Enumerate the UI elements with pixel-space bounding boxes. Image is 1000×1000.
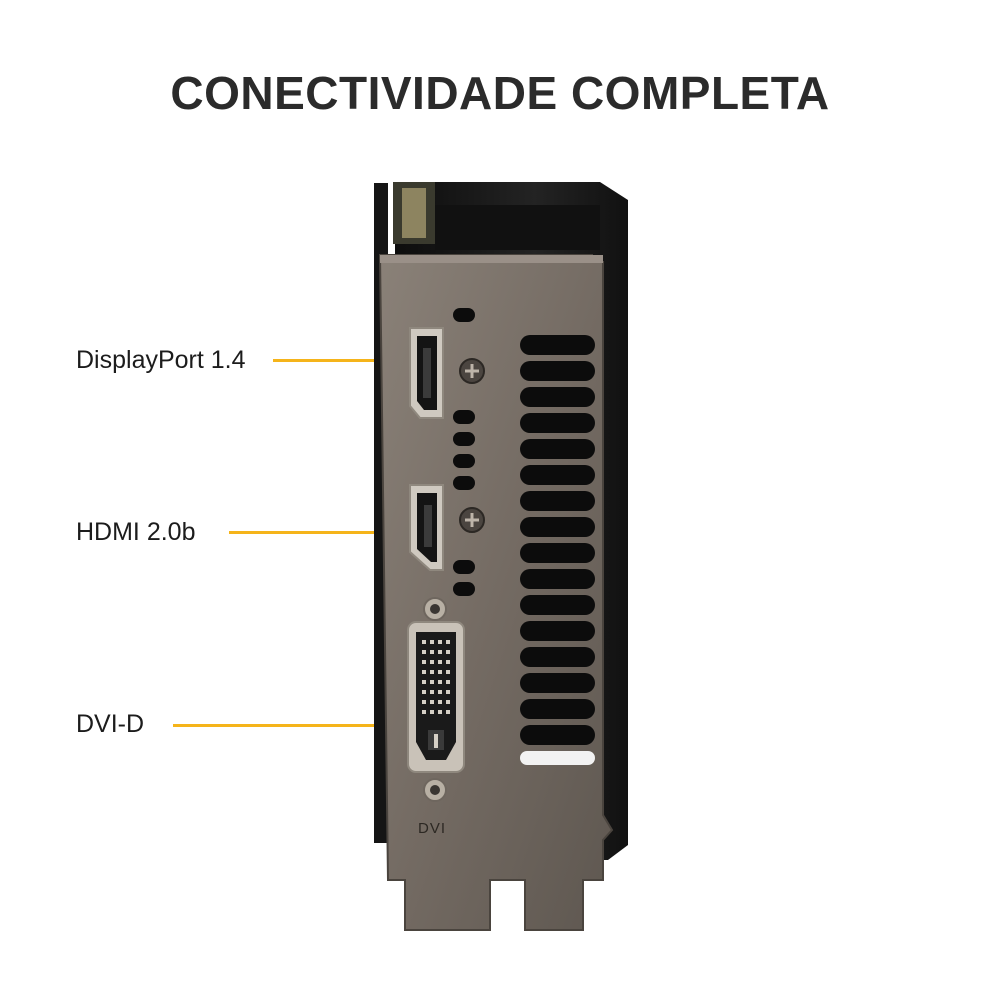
- screws: [423, 358, 485, 802]
- label-dvi: DVI-D: [76, 710, 145, 738]
- label-displayport: DisplayPort 1.4: [76, 346, 246, 374]
- hdmi-port: [409, 484, 444, 571]
- label-hdmi: HDMI 2.0b: [76, 518, 196, 546]
- page-title: CONECTIVIDADE COMPLETA: [170, 67, 830, 119]
- displayport-port: [409, 327, 444, 419]
- side-holes: [453, 308, 475, 596]
- leader-line-hdmi: [229, 531, 420, 534]
- leader-line-displayport: [273, 359, 420, 362]
- dvi-marking: DVI: [418, 820, 446, 837]
- dvi-port: [407, 621, 465, 773]
- leader-line-dvi: [173, 724, 420, 727]
- vent-slots: [520, 335, 595, 765]
